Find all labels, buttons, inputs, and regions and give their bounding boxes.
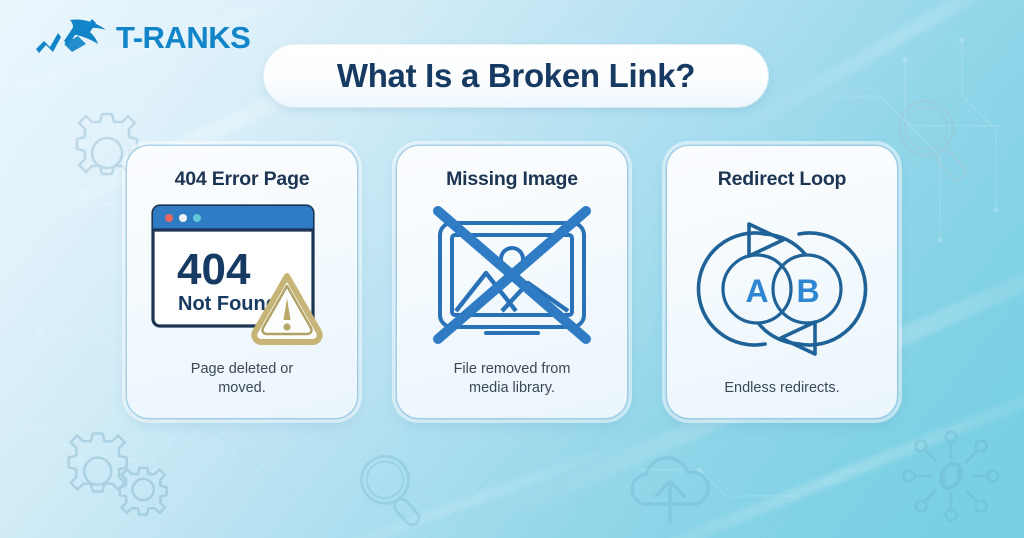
card-caption: File removed from media library. — [453, 360, 571, 396]
cloud-upload-icon — [630, 456, 710, 524]
gears-pair-icon — [75, 112, 139, 176]
error-code-text: 404 — [177, 245, 251, 294]
page-title: What Is a Broken Link? — [264, 45, 768, 107]
brand-wordmark: T-RANKS — [116, 19, 251, 55]
page-title-text: What Is a Broken Link? — [336, 57, 696, 94]
card-caption: Endless redirects. — [724, 379, 840, 396]
gears-pair-icon — [67, 432, 168, 516]
node-a-label: A — [745, 273, 768, 309]
card-redirect-loop[interactable]: Redirect Loop — [667, 146, 897, 418]
card-caption: Page deleted or moved. — [190, 360, 294, 396]
error-status-text: Not Found — [178, 293, 278, 315]
redirect-loop-arrows-icon: A B — [667, 191, 897, 379]
crossed-out-image-icon — [397, 191, 627, 360]
rising-arrow-chart-icon — [36, 19, 106, 53]
link-network-icon — [902, 430, 1000, 522]
cards-row: 404 Error Page 404 Not Found — [0, 146, 1024, 418]
magnifier-icon — [897, 99, 967, 182]
browser-window-404-icon: 404 Not Found — [127, 191, 357, 360]
card-title: 404 Error Page — [174, 168, 310, 190]
magnifier-icon — [360, 454, 421, 527]
card-missing-image[interactable]: Missing Image File — [397, 146, 627, 418]
node-b-label: B — [796, 273, 819, 309]
card-title: Redirect Loop — [717, 168, 847, 190]
card-title: Missing Image — [446, 168, 578, 190]
brand-logo[interactable]: T-RANKS — [34, 14, 251, 60]
card-404-error-page[interactable]: 404 Error Page 404 Not Found — [127, 146, 357, 418]
warning-triangle-icon — [251, 273, 323, 346]
